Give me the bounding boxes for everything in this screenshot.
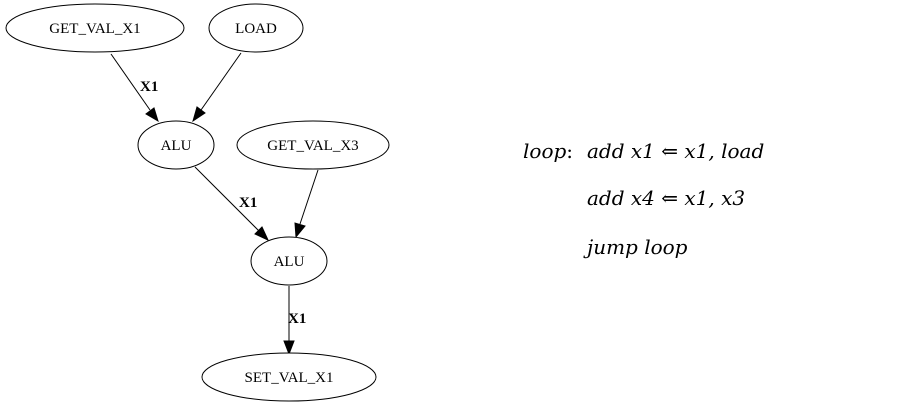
- arrowhead: [294, 222, 306, 239]
- arrowhead: [145, 107, 159, 123]
- edge-getvalx3-to-alu2: [294, 169, 319, 239]
- edge-alu1-to-alu2: X1: [194, 166, 270, 242]
- code-line-1: add x1 ⇐ x1, load: [587, 139, 765, 163]
- node-label: ALU: [161, 138, 192, 154]
- node-get-val-x3: GET_VAL_X3: [236, 120, 390, 170]
- node-label: GET_VAL_X1: [49, 21, 140, 37]
- node-set-val-x1: SET_VAL_X1: [201, 352, 377, 402]
- code-line-3: jump loop: [587, 235, 688, 259]
- edge-getvalx1-to-alu1: X1: [110, 53, 159, 123]
- node-label: ALU: [274, 254, 305, 270]
- arrowhead: [283, 340, 295, 356]
- label-separator: :: [566, 139, 574, 163]
- node-label: GET_VAL_X3: [267, 138, 358, 154]
- code-line-2: add x4 ⇐ x1, x3: [587, 186, 746, 210]
- arrowhead: [192, 106, 206, 123]
- arrowhead: [254, 226, 270, 242]
- edge-load-to-alu1: [192, 52, 242, 123]
- node-label: SET_VAL_X1: [245, 370, 334, 386]
- edge-label: X1: [140, 79, 158, 95]
- edge-label: X1: [239, 195, 257, 211]
- node-alu-2: ALU: [250, 236, 328, 286]
- code-loop-label: loop:: [523, 141, 573, 161]
- node-label: LOAD: [235, 21, 277, 37]
- node-get-val-x1: GET_VAL_X1: [5, 3, 185, 53]
- label-text: loop: [523, 139, 567, 163]
- edge-label: X1: [288, 311, 306, 327]
- node-alu-1: ALU: [137, 120, 215, 170]
- node-load: LOAD: [208, 3, 304, 53]
- edge-alu2-to-setvalx1: X1: [283, 286, 306, 356]
